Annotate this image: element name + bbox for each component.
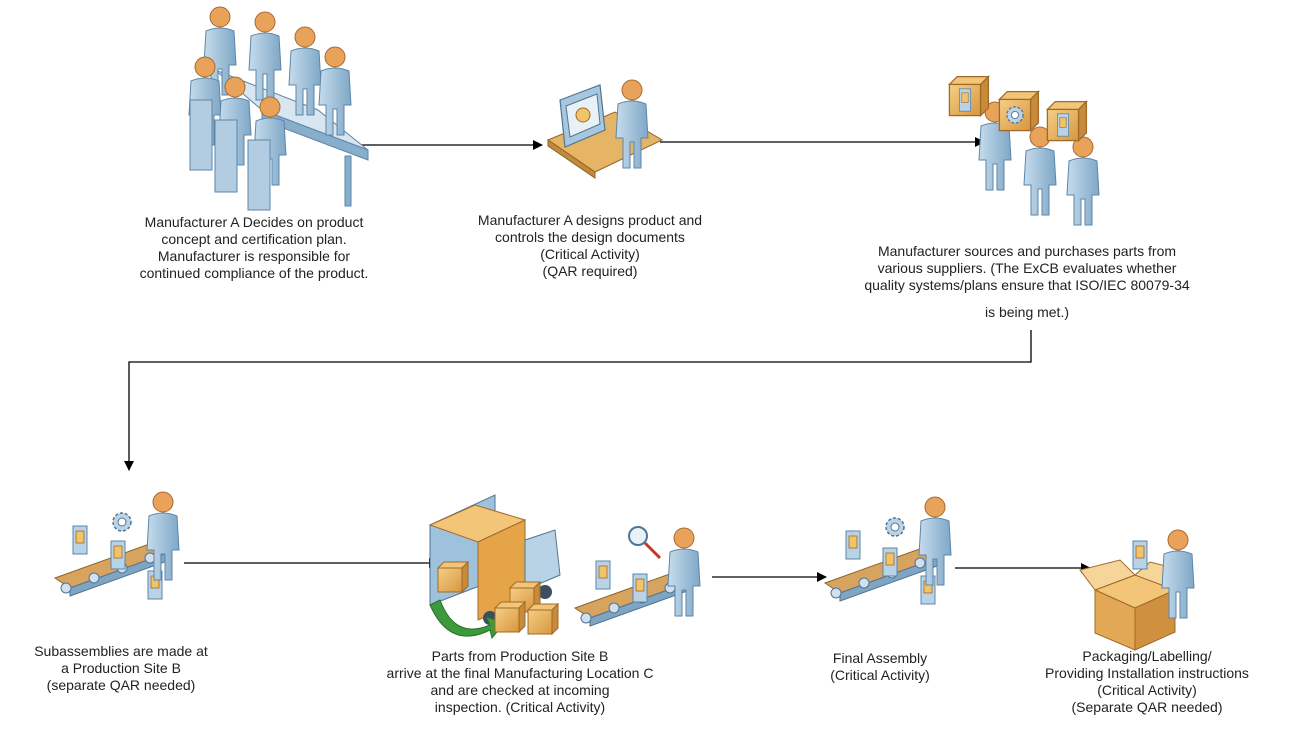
caption-line: Manufacturer A Decides on product — [144, 214, 364, 230]
caption-line: Manufacturer A designs product and — [477, 212, 703, 228]
caption-line: is being met.) — [984, 304, 1070, 320]
caption-line: (Critical Activity) — [830, 667, 930, 683]
caption-sourcing: Manufacturer sources and purchases parts… — [838, 243, 1216, 321]
caption-line: (Critical Activity) — [540, 246, 640, 262]
caption-line: (Critical Activity) — [1097, 682, 1197, 698]
flow-connectors — [124, 137, 1091, 582]
caption-concept: Manufacturer A Decides on product concep… — [130, 214, 378, 282]
caption-design: Manufacturer A designs product and contr… — [462, 212, 718, 280]
caption-subassembly: Subassemblies are made at a Production S… — [4, 643, 238, 694]
caption-line: (QAR required) — [542, 263, 638, 279]
caption-line: Final Assembly — [832, 650, 928, 666]
connector-sourcing-to-subassembly — [124, 330, 1032, 471]
packaging-icon — [1079, 529, 1195, 651]
caption-line: continued compliance of the product. — [139, 265, 369, 281]
inspection-line-icon — [574, 526, 701, 627]
caption-line: a Production Site B — [61, 660, 181, 676]
caption-line: various suppliers. (The ExCB evaluates w… — [877, 260, 1177, 276]
caption-line: quality systems/plans ensure that ISO/IE… — [864, 277, 1190, 293]
meeting-table-icon — [188, 6, 369, 211]
caption-line: arrive at the final Manufacturing Locati… — [386, 665, 654, 681]
suppliers-icon — [948, 75, 1100, 226]
caption-line: concept and certification plan. — [161, 231, 347, 247]
caption-line: controls the design documents — [495, 229, 685, 245]
caption-line: Subassemblies are made at — [34, 643, 208, 659]
caption-line: (Separate QAR needed) — [1071, 699, 1223, 715]
caption-line: Packaging/Labelling/ — [1082, 648, 1212, 664]
caption-line: Providing Installation instructions — [1045, 665, 1249, 681]
caption-incoming: Parts from Production Site B arrive at t… — [364, 648, 676, 716]
designer-workstation-icon — [546, 79, 664, 179]
delivery-truck-icon — [428, 494, 561, 640]
caption-line: Manufacturer sources and purchases parts… — [877, 243, 1177, 259]
caption-line: Parts from Production Site B — [431, 648, 609, 664]
caption-line: (separate QAR needed) — [46, 677, 196, 693]
caption-packaging: Packaging/Labelling/ Providing Installat… — [1014, 648, 1280, 716]
assembly-line-icon — [54, 491, 180, 600]
caption-line: Manufacturer is responsible for — [157, 248, 351, 264]
caption-final: Final Assembly (Critical Activity) — [800, 650, 960, 684]
final-assembly-icon — [824, 496, 952, 605]
caption-line: inspection. (Critical Activity) — [434, 699, 606, 715]
caption-line: and are checked at incoming — [430, 682, 610, 698]
